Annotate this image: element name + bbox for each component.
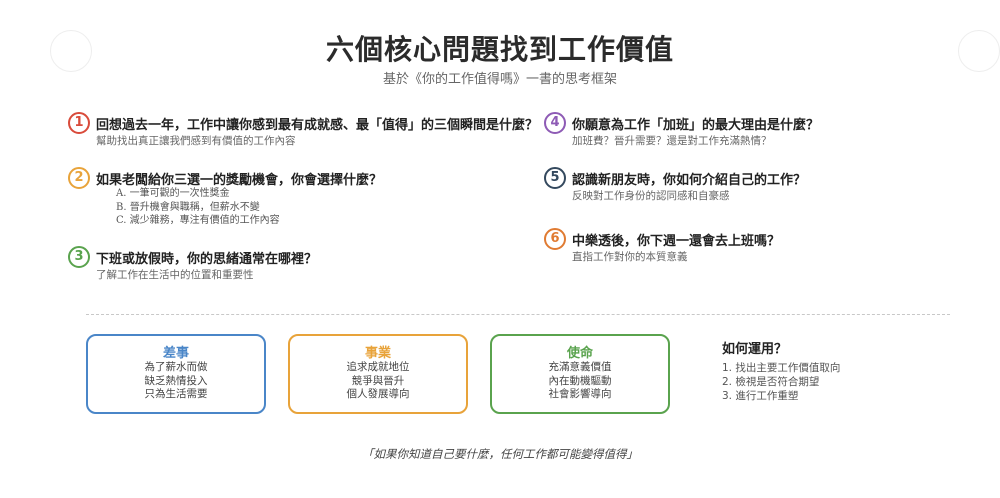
- question-text: 回想過去一年，工作中讓你感到最有成就感、最「值得」的三個瞬間是什麼？: [96, 118, 539, 133]
- question-text: 中樂透後，你下週一還會去上班嗎？: [572, 234, 781, 249]
- card-line: 只為生活需要: [144, 388, 208, 400]
- option-a: A. 一筆可觀的一次性獎金: [116, 188, 230, 199]
- card-line: 追求成就地位: [346, 361, 410, 373]
- card-career: 事業 追求成就地位 競爭與晉升 個人發展導向: [288, 334, 468, 414]
- question-text: 如果老闆給你三選一的獎勵機會，你會選擇什麼？: [96, 173, 383, 188]
- question-text: 下班或放假時，你的思緒通常在哪裡？: [96, 252, 318, 267]
- how-to-use-section: 如何運用？ 1. 找出主要工作價值取向 2. 檢視是否符合期望 3. 進行工作重…: [722, 338, 840, 403]
- question-text: 你願意為工作「加班」的最大理由是什麼？: [572, 118, 820, 133]
- page-title: 六個核心問題找到工作價值: [325, 33, 674, 66]
- how-to-step-3: 3. 進行工作重塑: [722, 390, 799, 402]
- number-badge-5: 5: [544, 167, 566, 189]
- question-text: 認識新朋友時，你如何介紹自己的工作？: [572, 173, 807, 188]
- number-badge-2: 2: [68, 167, 90, 189]
- card-line: 缺乏熱情投入: [144, 374, 208, 387]
- card-line: 社會影響導向: [548, 388, 612, 400]
- how-to-step-2: 2. 檢視是否符合期望: [722, 376, 820, 388]
- option-b: B. 晉升機會與職稱，但薪水不變: [116, 201, 260, 213]
- card-calling: 使命 充滿意義價值 內在動機驅動 社會影響導向: [490, 334, 670, 414]
- number-badge-3: 3: [68, 246, 90, 268]
- question-description: 加班費？晉升需要？還是對工作充滿熱情？: [572, 135, 772, 147]
- card-line: 個人發展導向: [346, 388, 410, 400]
- number-badge-6: 6: [544, 228, 566, 250]
- how-to-step-1: 1. 找出主要工作價值取向: [722, 362, 841, 374]
- page-subtitle: 基於《你的工作值得嗎》一書的思考框架: [382, 72, 617, 87]
- card-title: 事業: [364, 346, 391, 361]
- how-to-use-title: 如何運用？: [722, 342, 788, 357]
- card-job: 差事 為了薪水而做 缺乏熱情投入 只為生活需要: [86, 334, 266, 414]
- question-description: 了解工作在生活中的位置和重要性: [96, 269, 254, 281]
- card-title: 差事: [162, 346, 189, 361]
- number-badge-4: 4: [544, 112, 566, 134]
- corner-decoration-left: [50, 30, 92, 72]
- question-description: 反映對工作身份的認同感和自豪感: [572, 190, 730, 202]
- dashed-divider: [86, 314, 950, 315]
- option-c: C. 減少雜務，專注有價值的工作內容: [116, 215, 280, 226]
- card-line: 競爭與晉升: [351, 374, 405, 387]
- question-description: 直指工作對你的本質意義: [572, 251, 688, 263]
- number-badge-1: 1: [68, 112, 90, 134]
- option-list: A. 一筆可觀的一次性獎金 B. 晉升機會與職稱，但薪水不變 C. 減少雜務，專…: [116, 187, 280, 228]
- closing-quote: 「如果你知道自己要什麼，任何工作都可能變得值得」: [362, 447, 638, 461]
- card-title: 使命: [566, 346, 593, 361]
- question-description: 幫助找出真正讓我們感到有價值的工作內容: [96, 135, 296, 147]
- card-line: 充滿意義價值: [548, 361, 612, 373]
- card-line: 為了薪水而做: [144, 361, 208, 373]
- card-line: 內在動機驅動: [548, 374, 612, 387]
